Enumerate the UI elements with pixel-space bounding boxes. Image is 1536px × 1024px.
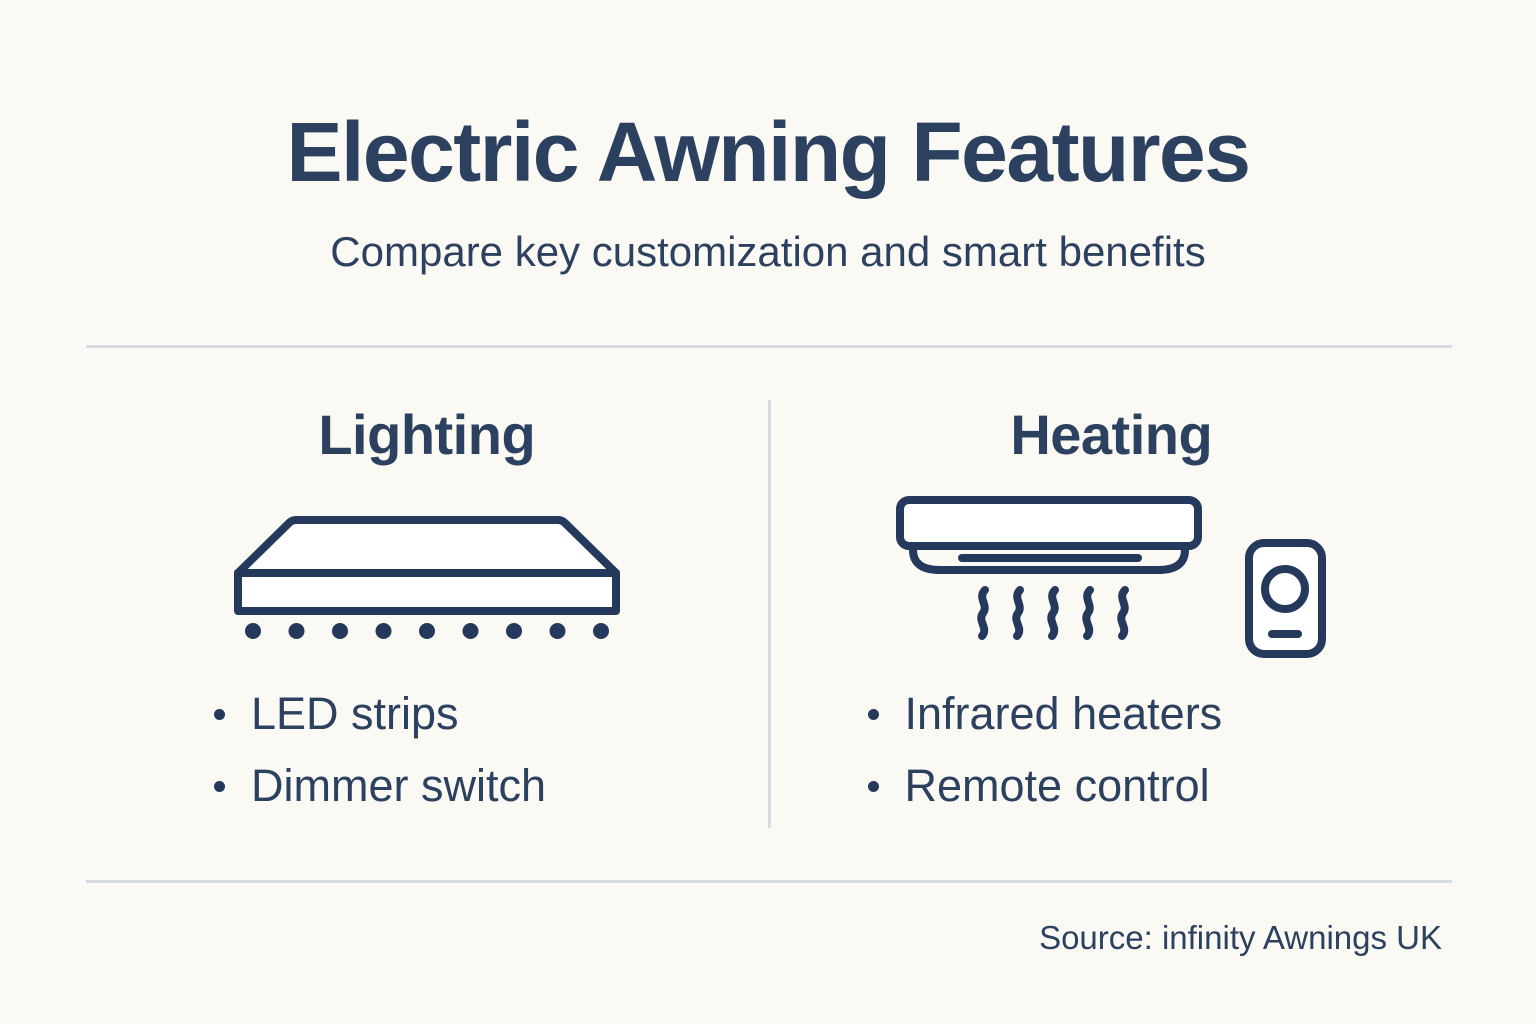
bullet-dot-icon	[867, 780, 879, 792]
heat-waves-icon	[977, 586, 1130, 640]
page-subtitle: Compare key customization and smart bene…	[330, 228, 1206, 275]
awning-body	[233, 516, 620, 615]
list-item-label: Dimmer switch	[251, 760, 547, 811]
heater-body	[896, 496, 1203, 550]
list-item-label: Remote control	[904, 760, 1210, 811]
page-title: Electric Awning Features	[286, 105, 1251, 199]
led-dots-icon	[244, 623, 609, 639]
remote-button	[1261, 565, 1310, 613]
list-item-label: LED strips	[251, 688, 459, 739]
column-lighting: Lighting	[86, 400, 768, 828]
heating-icon-box	[771, 470, 1453, 684]
bullet-dot-icon	[867, 708, 879, 720]
lighting-heading: Lighting	[318, 403, 536, 466]
list-item: Dimmer switch	[214, 756, 768, 816]
lighting-icon-box	[86, 470, 768, 684]
lighting-feature-list: LED strips Dimmer switch	[86, 684, 768, 828]
bottom-divider	[86, 880, 1452, 883]
awning-led-strip-icon	[233, 516, 620, 639]
infrared-heater-icon	[896, 496, 1203, 640]
top-divider	[86, 345, 1452, 348]
heater-vent	[909, 542, 1190, 574]
list-item: Remote control	[867, 756, 1453, 816]
source-credit: Source: infinity Awnings UK	[1039, 919, 1442, 956]
heating-heading: Heating	[1010, 403, 1213, 466]
infrared-heater-remote-icon	[896, 496, 1327, 658]
heating-feature-list: Infrared heaters Remote control	[771, 684, 1453, 828]
bullet-dot-icon	[214, 780, 225, 792]
remote-body	[1245, 539, 1327, 658]
remote-control-icon	[1245, 539, 1327, 658]
bullet-dot-icon	[214, 708, 225, 720]
column-heating: Heating	[767, 400, 1453, 828]
list-item: LED strips	[214, 684, 768, 744]
comparison-columns: Lighting	[86, 400, 1452, 828]
list-item: Infrared heaters	[867, 684, 1453, 744]
list-item-label: Infrared heaters	[904, 688, 1223, 739]
